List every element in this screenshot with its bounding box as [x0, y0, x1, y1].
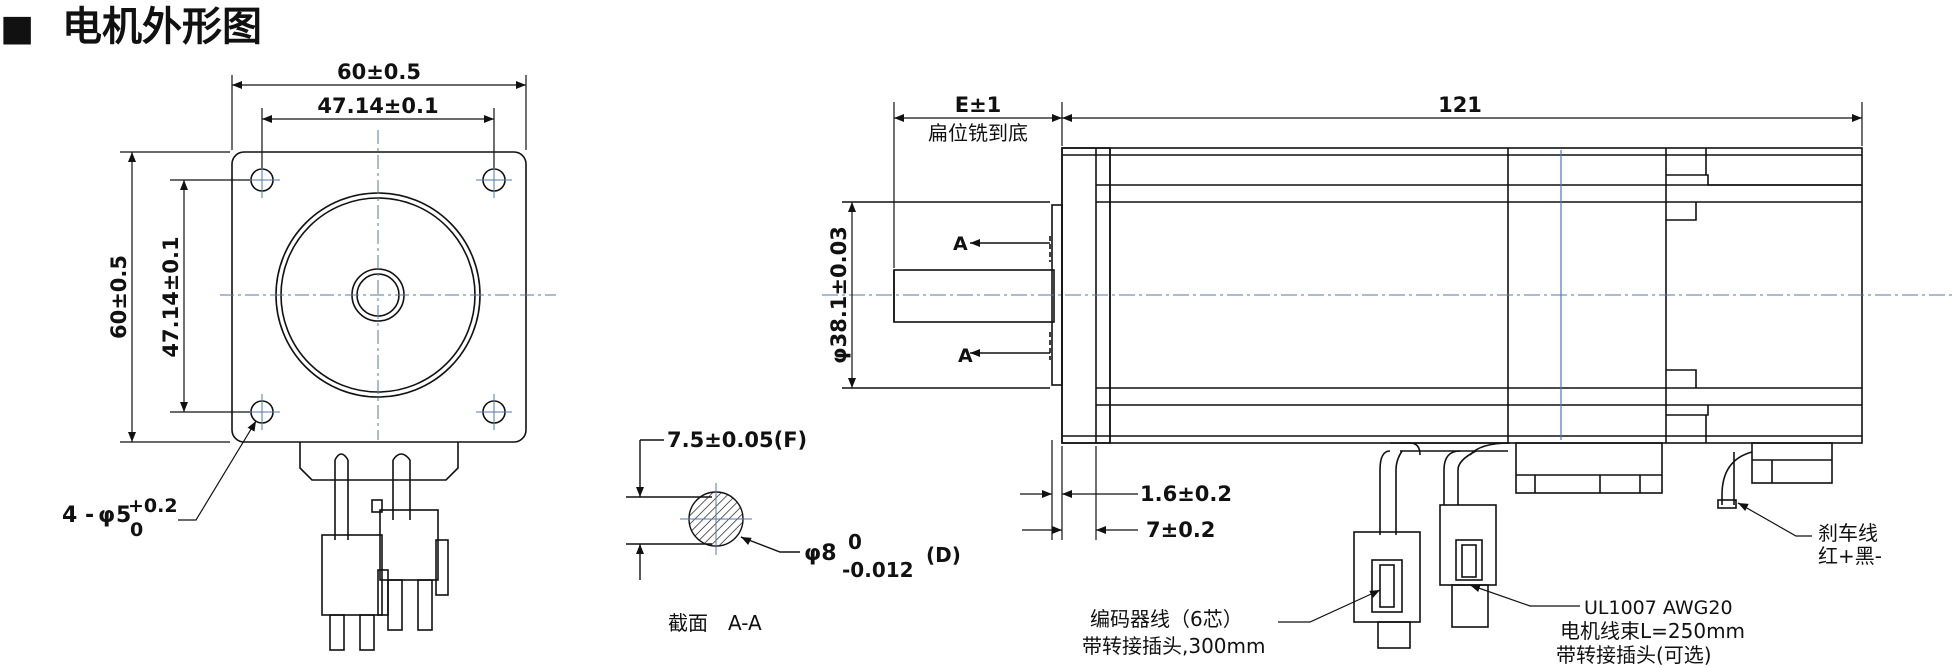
- front-cable-housing: [299, 442, 459, 481]
- front-view: [220, 130, 556, 651]
- brake-label-2: 红+黑-: [1818, 544, 1882, 568]
- page-heading: ■ 电机外形图: [0, 4, 262, 50]
- page-title: 电机外形图: [62, 4, 262, 50]
- hole-spec-phi: φ: [98, 503, 115, 528]
- brake-label-1: 刹车线: [1818, 521, 1878, 545]
- dim-shaft-lower-tol: -0.012: [842, 558, 914, 582]
- side-shaft: [893, 269, 1055, 323]
- dim-shaft-class: (D): [926, 543, 961, 567]
- dim-shaft-upper-tol: 0: [848, 530, 862, 554]
- encoder-label-1: 编码器线（6芯）: [1090, 607, 1243, 631]
- side-dimensions: [848, 102, 1863, 623]
- section-mark-lower: A: [958, 345, 973, 367]
- hole-spec-prefix: 4 -: [62, 503, 94, 528]
- encoder-label-2: 带转接插头,300mm: [1082, 634, 1266, 658]
- side-dimension-texts: E±1 扁位铣到底 121 φ38.1±0.03 A A 1.6±0.2 7±0…: [827, 93, 1882, 667]
- side-encoder-connector: [1353, 531, 1421, 623]
- dim-shaft-phi: φ8: [804, 541, 837, 566]
- dim-height-overall: 60±0.5: [107, 255, 131, 339]
- front-dimension-texts: 60±0.5 47.14±0.1 60±0.5 47.14±0.1 4 - φ …: [62, 60, 439, 541]
- side-encoder-block: [1515, 442, 1663, 494]
- motor-cable-label-2: 电机线束L=250mm: [1560, 619, 1745, 643]
- dim-width-overall: 60±0.5: [337, 60, 421, 84]
- heading-bullet: ■: [0, 8, 34, 49]
- section-caption: 截面 A-A: [668, 611, 762, 635]
- dim-flange-thickness: 1.6±0.2: [1140, 482, 1232, 506]
- dim-shaft-length-note: 扁位铣到底: [928, 121, 1028, 145]
- shaft-section-texts: 7.5±0.05(F) φ8 0 -0.012 (D) 截面 A-A: [667, 428, 961, 635]
- dim-body-length: 121: [1438, 93, 1482, 117]
- hole-spec-upper-tol: +0.2: [128, 495, 178, 517]
- hole-spec-lower-tol: 0: [130, 519, 143, 541]
- front-flange: [231, 151, 527, 443]
- dim-height-holes: 47.14±0.1: [159, 236, 183, 357]
- motor-cable-label-3: 带转接插头(可选): [1556, 643, 1712, 667]
- hole-spec-nominal: 5: [116, 503, 131, 528]
- motor-cable-label-1: UL1007 AWG20: [1584, 597, 1733, 619]
- dim-shaft-length: E±1: [955, 93, 1002, 117]
- side-brake-block: [1751, 442, 1833, 484]
- shaft-section: [626, 439, 800, 580]
- front-dimensions: [120, 75, 527, 521]
- dim-pilot-depth: 7±0.2: [1146, 518, 1215, 542]
- side-view: [822, 147, 1952, 649]
- front-connector-right: [379, 509, 439, 581]
- dim-width-holes: 47.14±0.1: [317, 94, 438, 118]
- dim-shaft-flat: 7.5±0.05(F): [667, 428, 807, 452]
- dim-pilot-diameter: φ38.1±0.03: [827, 226, 851, 364]
- front-connector-left: [321, 534, 383, 616]
- section-mark-upper: A: [953, 233, 968, 255]
